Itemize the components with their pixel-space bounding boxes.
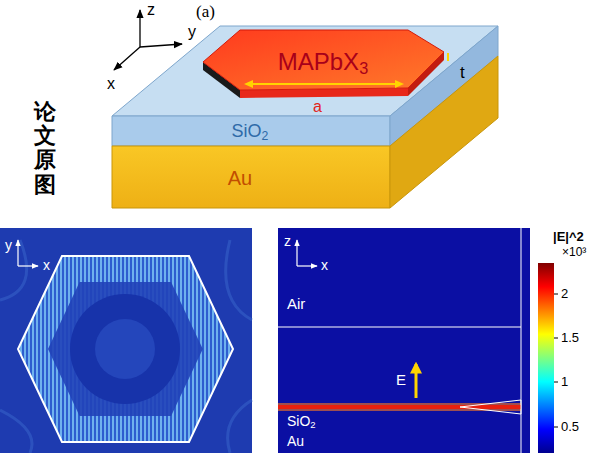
silica-field-band <box>278 405 521 409</box>
y-axis <box>140 44 182 47</box>
tick-label: 1.5 <box>561 331 579 344</box>
silica-front-face <box>112 116 390 146</box>
field-inner-hexagon <box>48 282 203 416</box>
dimension-line <box>250 83 398 85</box>
tick-label: 2 <box>561 287 568 300</box>
panel-tag: (a) <box>196 3 215 20</box>
region-label: SiO2 <box>287 414 316 428</box>
field-center <box>95 319 155 379</box>
field-arrow <box>415 364 418 398</box>
field-hexagon <box>18 256 233 442</box>
text-run: SiO <box>287 413 310 429</box>
tick-label: 0.5 <box>561 420 579 433</box>
watermark-note: 论文原图 <box>34 100 56 197</box>
axis-label: x <box>107 76 115 92</box>
material-label: MAPbX3 <box>278 50 368 74</box>
x-axis <box>18 265 38 266</box>
text-run: SiO <box>232 121 262 141</box>
colorbar-scale: ×10³ <box>562 246 586 258</box>
axis-label: y <box>188 24 196 40</box>
subscript: 3 <box>359 59 368 77</box>
field-profile <box>460 400 521 414</box>
region-label: Au <box>287 434 304 448</box>
air-interface <box>278 326 521 327</box>
gold-layer: Au <box>112 56 498 208</box>
cross-section-panel <box>278 228 530 453</box>
z-axis <box>296 240 297 266</box>
x-axis <box>297 265 317 266</box>
layer-label: SiO2 <box>232 122 269 140</box>
subscript: 2 <box>262 129 269 143</box>
gold-front-face <box>112 146 390 208</box>
colorbar <box>538 263 554 453</box>
tick <box>554 338 558 339</box>
perovskite-plate: MAPbX3 <box>200 28 452 100</box>
y-axis <box>17 240 18 266</box>
axis-label: z <box>284 234 291 248</box>
thickness-marker <box>447 53 449 61</box>
tick <box>554 294 558 295</box>
field-ripple <box>0 240 252 453</box>
dimension-label: a <box>313 99 322 115</box>
axis-label: x <box>321 258 328 272</box>
plate-top-face <box>203 30 444 90</box>
gold-side-face <box>390 56 498 208</box>
axis-label: x <box>43 258 50 272</box>
region-label: Air <box>287 296 305 311</box>
field-map-panel <box>0 228 252 453</box>
layer-label: Au <box>228 168 252 188</box>
boundary-line <box>521 228 522 453</box>
tick <box>554 427 558 428</box>
z-axis <box>139 10 140 47</box>
field-label: E <box>396 372 406 387</box>
field-ring <box>70 294 180 404</box>
axis-label: z <box>147 2 155 18</box>
text-run: MAPbX <box>278 48 359 75</box>
colorbar-title: |E|^2 <box>553 230 584 243</box>
hexagon-outline <box>18 256 233 442</box>
tick-label: 1 <box>561 375 568 388</box>
x-axis <box>114 47 140 70</box>
axis-label: y <box>5 238 12 252</box>
shape-outline <box>112 56 498 208</box>
subscript: 2 <box>310 419 315 430</box>
dimension-label: t <box>460 64 465 81</box>
tick <box>554 382 558 383</box>
